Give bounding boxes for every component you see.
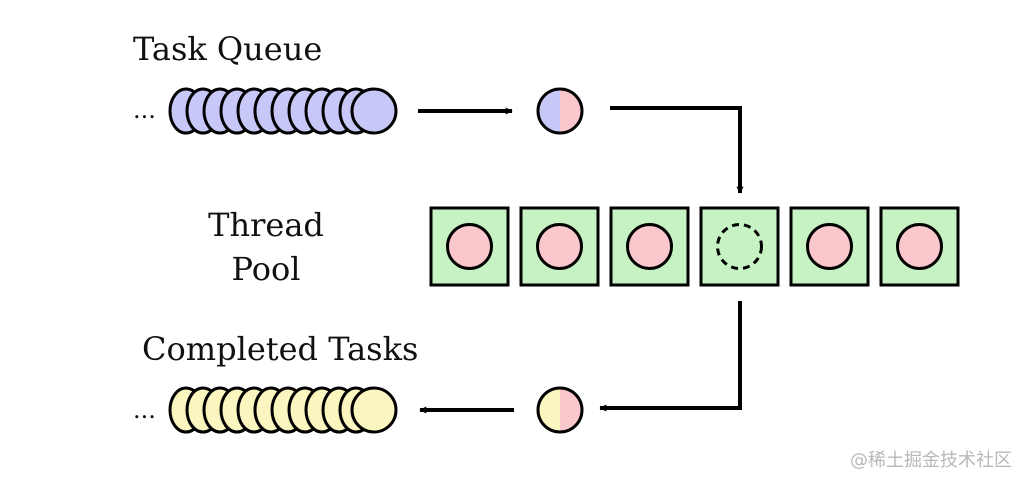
task-queue-ellipsis: ... [133, 96, 156, 124]
done-task-front [350, 386, 398, 434]
arrow-task-to-pool [610, 106, 744, 194]
thread-pool [429, 206, 960, 287]
running-task-3 [626, 223, 673, 270]
running-task-1 [446, 223, 493, 270]
thread-slot-4 [699, 206, 780, 287]
running-task-5 [806, 223, 853, 270]
watermark: @稀土掘金技术社区 [850, 450, 1012, 471]
idle-thread-placeholder [716, 223, 763, 270]
thread-pool-label-line2: Pool [232, 250, 301, 288]
completed-tasks-stack [168, 386, 398, 434]
queued-task-front [350, 87, 398, 135]
thread-slot-1 [429, 206, 510, 287]
running-task-6 [896, 223, 943, 270]
running-task-2 [536, 223, 583, 270]
dequeued-task [536, 87, 584, 135]
completed-ellipsis: ... [133, 396, 156, 424]
thread-pool-label-line1: Thread [208, 206, 324, 244]
task-queue-stack [168, 87, 398, 135]
arrow-pool-to-completed [599, 301, 742, 412]
completed-tasks-label: Completed Tasks [142, 330, 418, 368]
task-queue-label: Task Queue [133, 30, 322, 68]
completed-task [536, 386, 584, 434]
